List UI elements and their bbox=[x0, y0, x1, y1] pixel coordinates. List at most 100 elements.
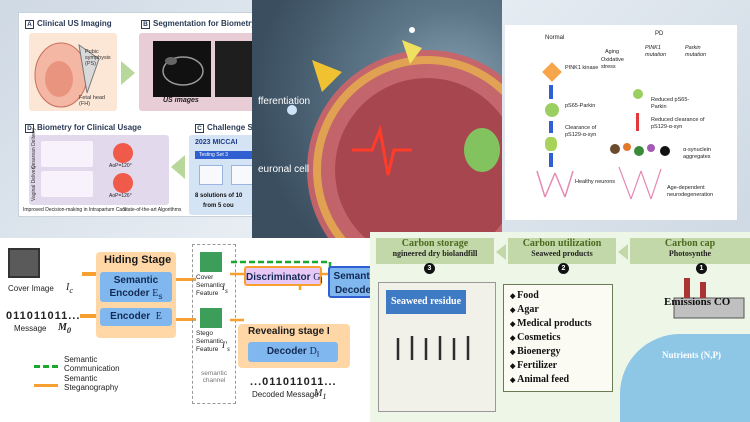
differentiation-label: fferentiation bbox=[258, 96, 311, 107]
us-probe-illustration bbox=[29, 33, 117, 111]
cover-image-label: Cover Image bbox=[8, 284, 54, 293]
cover-feature-thumb bbox=[200, 252, 222, 272]
normal-heading: Normal bbox=[545, 35, 565, 41]
cover-feature-label: Cover Semantic Feature bbox=[196, 274, 224, 297]
testing-label: Testing Set 3 bbox=[199, 152, 228, 158]
from-label: from 5 cou bbox=[203, 203, 234, 209]
semantic-channel-box bbox=[192, 244, 236, 404]
pink1-kinase-label: PINK1 kinase bbox=[565, 65, 599, 71]
cell-graphic bbox=[287, 27, 502, 240]
pd-parkin-icon bbox=[633, 89, 643, 99]
revealing-stage-title: Revealing stage I bbox=[248, 326, 330, 337]
aggregates-icon bbox=[610, 143, 670, 156]
pd-heading: PD bbox=[655, 31, 664, 37]
arrow-hiding-to-cover-feature bbox=[176, 278, 196, 281]
challenge-bar bbox=[195, 151, 267, 159]
nutrients-label: Nutrients (N,P) bbox=[662, 350, 721, 360]
syn-icon bbox=[545, 137, 557, 151]
reduced-ps65-label: Reduced pS65-Parkin bbox=[651, 97, 690, 110]
step-1-badge: 1 bbox=[696, 263, 707, 274]
ic-symbol: Ic bbox=[66, 282, 74, 295]
age-dependent-label: Age-dependent neurodegeneration bbox=[667, 185, 714, 198]
arrow-message-to-hiding bbox=[80, 314, 98, 318]
arrow-c-d bbox=[171, 155, 185, 179]
products-list: Food Agar Medical products Cosmetics Bio… bbox=[503, 284, 613, 392]
aop-indicator-2 bbox=[113, 173, 133, 193]
vaginal-illustration bbox=[41, 171, 93, 197]
degenerating-neurons-icon bbox=[618, 166, 662, 200]
message-label: Message bbox=[14, 324, 47, 333]
emissions-label: Emissions CO bbox=[664, 296, 731, 308]
vaginal-label: Vaginal Delivery bbox=[31, 165, 37, 201]
fh-label: Fetal head (FH) bbox=[79, 95, 105, 107]
us-image bbox=[153, 41, 211, 97]
biometry-usage-box: Cesarean Delivery Vaginal Delivery AoP=1… bbox=[29, 128, 169, 205]
product-item: Food bbox=[510, 289, 606, 303]
product-item: Medical products bbox=[510, 317, 606, 331]
legend-steg-line bbox=[34, 384, 58, 387]
legend-steg-label: Semantic Steganography bbox=[64, 374, 119, 392]
challenge-phase-1 bbox=[199, 165, 223, 185]
healthy-neurons-icon bbox=[536, 170, 574, 198]
normal-arrow-1 bbox=[549, 85, 553, 99]
sota-label: State-of-the-art Algorithms bbox=[123, 207, 182, 213]
hiding-stage: Hiding Stage Semantic Encoder Es Encoder… bbox=[96, 252, 176, 338]
aging-label: Aging bbox=[605, 49, 620, 55]
m1-symbol: M1 bbox=[314, 388, 327, 401]
stego-feature-label: Stego Semantic Feature bbox=[196, 330, 224, 353]
revealing-stage: Revealing stage I Decoder DI bbox=[238, 324, 350, 368]
neuronal-cell-label: euronal cell bbox=[258, 164, 310, 175]
cesarean-label: Cesarean Delivery bbox=[31, 127, 37, 169]
us-images-label: US images bbox=[163, 97, 199, 104]
encoder-block: Encoder E bbox=[100, 308, 172, 326]
ocean-area bbox=[620, 334, 750, 422]
step-3-badge: 3 bbox=[424, 263, 435, 274]
product-item: Animal feed bbox=[510, 373, 606, 387]
ps65-label: pS65-Parkin bbox=[565, 103, 596, 109]
is-symbol: Is bbox=[222, 282, 228, 295]
parkinson-pathway-panel: Normal PD PINK1 kinase pS65-Parkin Clear… bbox=[505, 25, 737, 220]
neuron-cell-illustration: fferentiation euronal cell bbox=[252, 0, 502, 240]
decoder-block: Decoder DI bbox=[248, 342, 338, 362]
arrow-utilization-to-storage bbox=[496, 244, 506, 260]
oxidative-label: Oxidative stress bbox=[601, 57, 624, 70]
factory-icon bbox=[673, 278, 745, 319]
semantic-encoder-block: Semantic Encoder Es bbox=[100, 272, 172, 302]
arrow-cover-to-hiding bbox=[82, 272, 98, 276]
legend-comm-line bbox=[34, 365, 58, 368]
legend-comm-label: Semantic Communication bbox=[64, 355, 120, 373]
aop-value-2: AoP=126° bbox=[109, 193, 132, 199]
is2-symbol: I′s bbox=[222, 340, 230, 353]
cover-image-thumb bbox=[8, 248, 40, 278]
semantic-decoder-block: Semanti Decode bbox=[328, 266, 375, 298]
decoded-bits: ...011011011... bbox=[250, 376, 337, 388]
hiding-stage-title: Hiding Stage bbox=[104, 254, 172, 266]
solutions-label: 8 solutions of 10 bbox=[195, 193, 243, 199]
arrow-capture-to-utilization bbox=[618, 244, 628, 260]
arrow-hiding-to-stego-feature bbox=[176, 318, 196, 321]
product-item: Cosmetics bbox=[510, 331, 606, 345]
improved-label: Improved Decision-making in Intrapartum … bbox=[23, 207, 127, 213]
message-bits: 011011011... bbox=[6, 310, 81, 322]
normal-arrow-2 bbox=[549, 121, 553, 133]
product-item: Fertilizer bbox=[510, 359, 606, 373]
parkin-mutation-label: Parkin mutation bbox=[685, 45, 707, 58]
normal-arrow-3 bbox=[549, 153, 553, 167]
seaweed-residue-label: Seaweed residue bbox=[386, 290, 466, 314]
clearance-label: Clearance of pS129-α-syn bbox=[565, 125, 597, 138]
seaweed-plants-icon bbox=[396, 336, 470, 360]
aop-value-1: AoP=120° bbox=[109, 163, 132, 169]
miccai-label: 2023 MICCAI bbox=[195, 139, 238, 146]
stego-feature-thumb bbox=[200, 308, 222, 328]
pink1-mutation-label: PINK1 mutation bbox=[645, 45, 667, 58]
reduced-clearance-label: Reduced clearance of pS129-α-syn bbox=[651, 117, 705, 130]
